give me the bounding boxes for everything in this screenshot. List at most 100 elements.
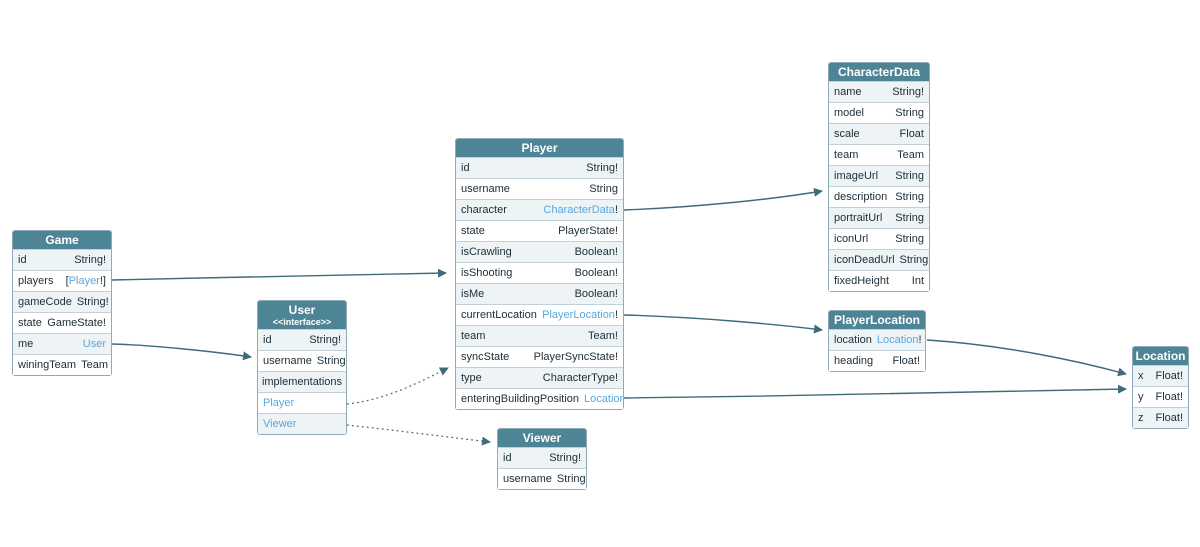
node-header-characterdata[interactable]: CharacterData bbox=[829, 63, 929, 81]
edge-game-players-to-player bbox=[111, 268, 447, 281]
field-row-game-state[interactable]: state GameState! bbox=[13, 312, 111, 333]
node-header-user[interactable]: User<<interface>> bbox=[258, 301, 346, 329]
field-row-player-iscrawling[interactable]: isCrawling Boolean! bbox=[456, 241, 623, 262]
type-scalar: CharacterType! bbox=[542, 372, 618, 384]
node-header-location[interactable]: Location bbox=[1133, 347, 1188, 365]
field-name: team bbox=[461, 330, 486, 342]
field-name: iconDeadUrl bbox=[834, 254, 895, 266]
field-type: User bbox=[83, 334, 106, 354]
type-link-player[interactable]: Player bbox=[263, 397, 295, 409]
type-scalar: Boolean! bbox=[574, 288, 618, 300]
type-scalar: String bbox=[895, 233, 924, 245]
type-scalar: Boolean! bbox=[574, 267, 618, 279]
field-name: isCrawling bbox=[461, 246, 512, 258]
field-row-game-gamecode[interactable]: gameCode String! bbox=[13, 291, 111, 312]
implementation-row-viewer[interactable]: Viewer bbox=[258, 413, 346, 434]
type-link-playerlocation[interactable]: PlayerLocation bbox=[542, 309, 615, 321]
type-scalar: Float! bbox=[1155, 370, 1183, 382]
type-scalar: PlayerSyncState! bbox=[533, 351, 618, 363]
field-row-location-x[interactable]: x Float! bbox=[1133, 365, 1188, 386]
field-name: state bbox=[18, 317, 42, 329]
type-scalar: GameState! bbox=[47, 317, 106, 329]
edge-user-implementation-viewer bbox=[346, 424, 491, 446]
type-wrapper-suffix: ! bbox=[614, 204, 618, 216]
field-row-game-players[interactable]: players[Player!] bbox=[13, 270, 111, 291]
field-name: x bbox=[1138, 370, 1144, 382]
type-link-player[interactable]: Player bbox=[68, 275, 100, 287]
type-link-location[interactable]: Location bbox=[876, 334, 919, 346]
node-header-viewer[interactable]: Viewer bbox=[498, 429, 586, 447]
field-name: imageUrl bbox=[834, 170, 879, 182]
field-name: gameCode bbox=[18, 296, 72, 308]
field-type: String bbox=[589, 179, 618, 199]
edge-player-currentlocation-to-playerlocation bbox=[623, 314, 823, 334]
field-name: enteringBuildingPosition bbox=[461, 393, 580, 405]
field-type: Float! bbox=[1155, 408, 1183, 428]
type-link-characterdata[interactable]: CharacterData bbox=[543, 204, 615, 216]
type-scalar: String bbox=[895, 191, 924, 203]
node-header-player[interactable]: Player bbox=[456, 139, 623, 157]
field-name: heading bbox=[834, 355, 874, 367]
field-row-player-enteringbuildingposition[interactable]: enteringBuildingPosition Location bbox=[456, 388, 623, 409]
type-link-user[interactable]: User bbox=[82, 338, 106, 350]
field-name: currentLocation bbox=[461, 309, 537, 321]
node-title: CharacterData bbox=[837, 65, 921, 79]
type-wrapper-prefix: [ bbox=[65, 275, 69, 287]
type-scalar: Boolean! bbox=[574, 246, 618, 258]
field-row-game-me[interactable]: me User bbox=[13, 333, 111, 354]
field-type: CharacterType! bbox=[543, 368, 618, 388]
field-name: portraitUrl bbox=[834, 212, 883, 224]
type-wrapper-suffix: ! bbox=[918, 334, 922, 346]
field-type: String bbox=[895, 103, 924, 123]
field-name: me bbox=[18, 338, 34, 350]
type-scalar: Int bbox=[911, 275, 924, 287]
node-header-game[interactable]: Game bbox=[13, 231, 111, 249]
node-header-playerlocation[interactable]: PlayerLocation bbox=[829, 311, 925, 329]
field-name: id bbox=[461, 162, 470, 174]
section-row-implementations[interactable]: implementations bbox=[258, 371, 346, 392]
field-type: String! bbox=[77, 292, 109, 312]
type-link-location[interactable]: Location bbox=[584, 393, 623, 405]
field-type: PlayerSyncState! bbox=[534, 347, 618, 367]
field-type: Float bbox=[900, 124, 924, 144]
implementation-row-player[interactable]: Player bbox=[258, 392, 346, 413]
type-link-viewer[interactable]: Viewer bbox=[263, 418, 297, 430]
